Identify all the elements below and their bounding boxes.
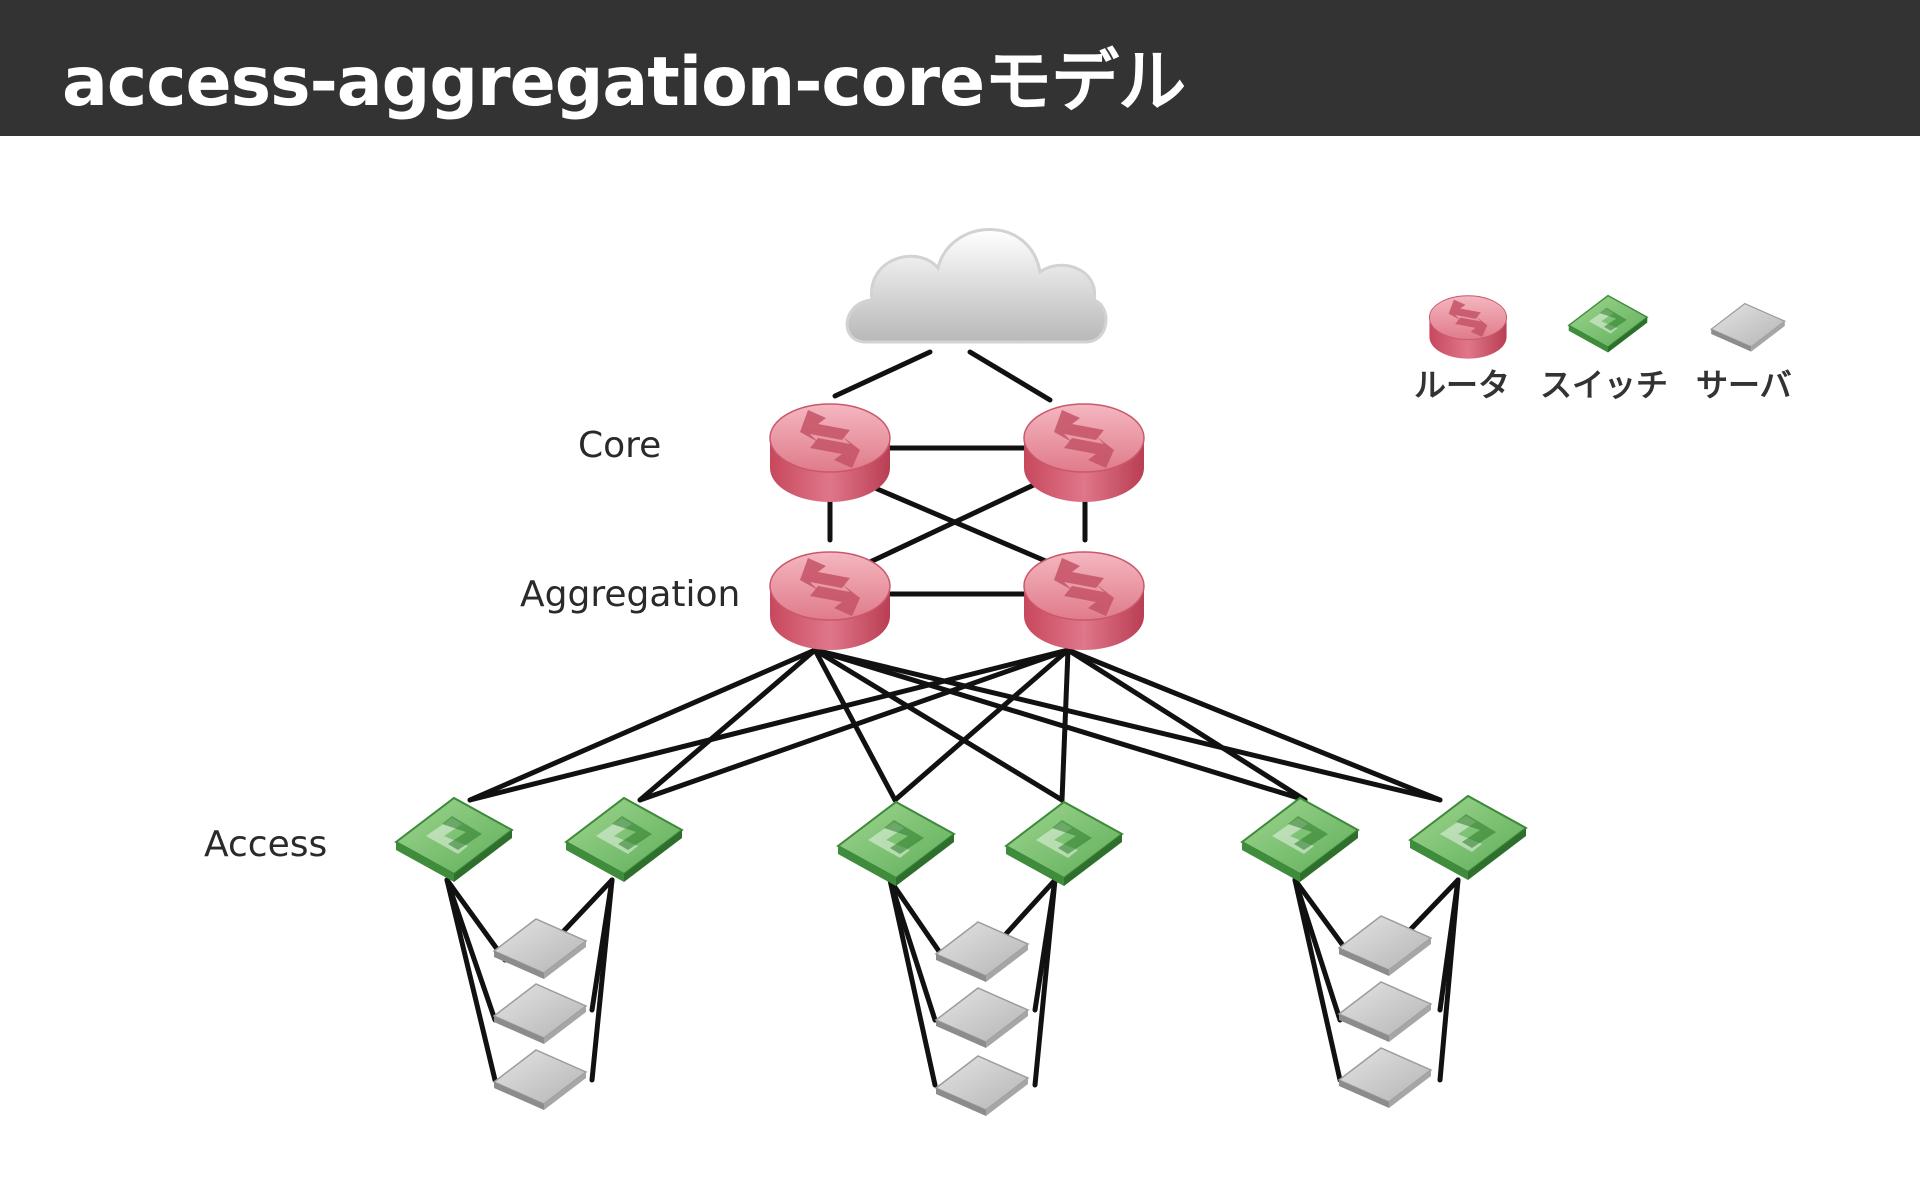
legend-server-label: サーバ xyxy=(1696,366,1792,404)
server-icon xyxy=(493,1049,587,1111)
server-icon xyxy=(935,987,1029,1049)
switch-icon xyxy=(1241,797,1359,883)
links xyxy=(444,349,1461,1088)
switch-icon xyxy=(1568,294,1648,354)
legend-router-label: ルータ xyxy=(1414,366,1510,404)
server-icon xyxy=(493,983,587,1045)
switch-icon xyxy=(1409,795,1527,881)
switch-icon xyxy=(395,797,513,883)
cloud-icon xyxy=(845,228,1108,344)
page-title: access-aggregation-coreモデル xyxy=(62,43,1186,122)
router-icon xyxy=(1023,403,1145,503)
legend-switch-label: スイッチ xyxy=(1540,366,1668,404)
router-icon xyxy=(1428,295,1508,360)
switch-icon xyxy=(565,797,683,883)
server-icon xyxy=(493,918,587,980)
router-icon xyxy=(769,551,891,651)
router-icon xyxy=(769,403,891,503)
legend: ルータ スイッチ サーバ xyxy=(1414,294,1792,404)
server-icon xyxy=(935,1055,1029,1117)
core-label: Core xyxy=(578,425,661,466)
router-icon xyxy=(1023,551,1145,651)
title-bar: access-aggregation-coreモデル xyxy=(0,0,1920,136)
switch-icon xyxy=(1005,801,1123,887)
server-icon xyxy=(1338,981,1432,1043)
access-label: Access xyxy=(204,824,327,865)
server-icon xyxy=(935,921,1029,983)
server-icon xyxy=(1338,1047,1432,1109)
switch-icon xyxy=(837,801,955,887)
aggregation-label: Aggregation xyxy=(520,574,740,615)
server-icon xyxy=(1710,302,1786,353)
